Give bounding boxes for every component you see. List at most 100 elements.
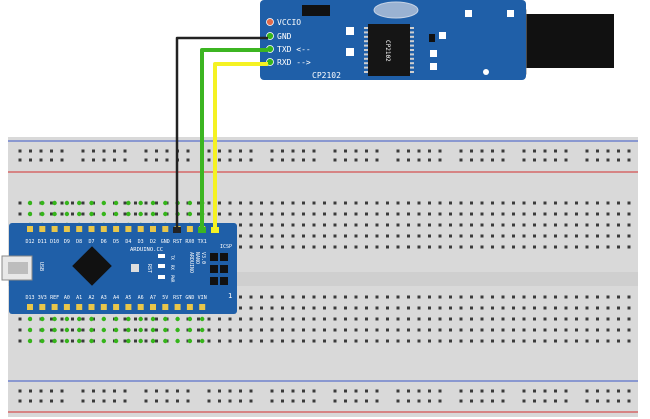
breadboard-hole (260, 295, 263, 299)
rail-hole (239, 149, 242, 153)
rail-hole (428, 158, 431, 162)
rail-hole (291, 399, 295, 403)
chip-leg (410, 44, 414, 47)
breadboard-hole (333, 328, 337, 332)
rail-hole (491, 158, 494, 162)
rail-hole (438, 158, 442, 162)
breadboard-hole (543, 317, 547, 321)
txd-wire-end (198, 227, 206, 233)
breadboard-hole (512, 245, 515, 249)
rail-hole (312, 399, 316, 403)
breadboard-hole (386, 339, 389, 343)
rail-hole (113, 389, 116, 393)
rail-hole (218, 149, 221, 153)
connected-hole (175, 327, 180, 333)
rail-hole (438, 149, 442, 153)
rail-hole (480, 389, 484, 393)
breadboard-hole (291, 328, 295, 332)
breadboard-hole (501, 306, 505, 310)
module-pin (266, 32, 274, 40)
breadboard-hole (260, 223, 263, 227)
breadboard-hole (207, 328, 211, 332)
breadboard-hole (365, 234, 368, 238)
rail-hole (375, 158, 379, 162)
breadboard-hole (428, 295, 431, 299)
chip-leg (410, 57, 414, 60)
connected-hole (187, 316, 193, 322)
breadboard-hole (249, 339, 253, 343)
breadboard-hole (491, 328, 494, 332)
nano-top-pin (27, 226, 33, 232)
tx-led-label: TX (170, 255, 175, 260)
breadboard-hole (396, 306, 400, 310)
breadboard-hole (281, 328, 284, 332)
breadboard-hole (239, 317, 242, 321)
nano-top-pin (39, 226, 46, 232)
breadboard-hole (575, 212, 578, 216)
breadboard-hole (522, 223, 526, 227)
chip-leg (364, 27, 368, 29)
rail-hole (501, 389, 505, 393)
chip-leg (364, 66, 368, 69)
breadboard-hole (239, 234, 242, 238)
nano-bottom-pin (63, 304, 70, 310)
breadboard-hole (239, 201, 242, 205)
rail-hole (522, 158, 526, 162)
rail-hole (165, 149, 169, 153)
breadboard-hole (260, 234, 263, 238)
breadboard-hole (81, 201, 85, 205)
nano-name-line1: ARDUINO (188, 252, 194, 273)
breadboard-hole (585, 328, 589, 332)
breadboard-hole (218, 317, 221, 321)
rail-hole (533, 149, 536, 153)
breadboard-hole (365, 339, 368, 343)
breadboard-hole (554, 234, 557, 238)
nano-top-pin-label: GND (161, 239, 170, 245)
breadboard-hole (354, 295, 358, 299)
breadboard-hole (228, 317, 232, 321)
breadboard-hole (344, 223, 347, 227)
breadboard-hole (512, 295, 515, 299)
rail-hole (50, 399, 53, 403)
small-white-part-2 (346, 48, 354, 56)
breadboard-hole (291, 306, 295, 310)
rail-hole (564, 399, 568, 403)
rx-led (158, 264, 165, 268)
breadboard-hole (449, 317, 452, 321)
rail-hole (165, 389, 169, 393)
usb-a-plug (520, 14, 614, 68)
breadboard-hole (375, 212, 379, 216)
rail-hole (92, 149, 95, 153)
rail-hole (501, 399, 505, 403)
breadboard-hole (375, 328, 379, 332)
connected-hole (40, 327, 45, 333)
connected-hole (126, 211, 131, 217)
chip-leg (410, 40, 414, 43)
rail-hole (396, 389, 400, 393)
rail-hole (543, 149, 547, 153)
breadboard-hole (428, 339, 431, 343)
breadboard-hole (386, 223, 389, 227)
connected-hole (163, 200, 168, 206)
breadboard-hole (417, 245, 421, 249)
breadboard-hole (60, 328, 64, 332)
rail-hole (438, 399, 442, 403)
breadboard-hole (417, 201, 421, 205)
rail-hole (281, 389, 284, 393)
rail-hole (144, 149, 148, 153)
connected-hole (126, 327, 131, 333)
rail-hole (354, 158, 358, 162)
rail-hole (155, 158, 158, 162)
rail-hole (596, 158, 599, 162)
breadboard-hole (470, 295, 473, 299)
rail-hole (60, 399, 64, 403)
connected-hole (40, 316, 45, 322)
breadboard-hole (270, 234, 274, 238)
rail-hole (480, 149, 484, 153)
breadboard-hole (459, 295, 463, 299)
nano-bottom-pin-label: 3V3 (38, 295, 47, 301)
breadboard-hole (501, 223, 505, 227)
breadboard-hole (386, 201, 389, 205)
